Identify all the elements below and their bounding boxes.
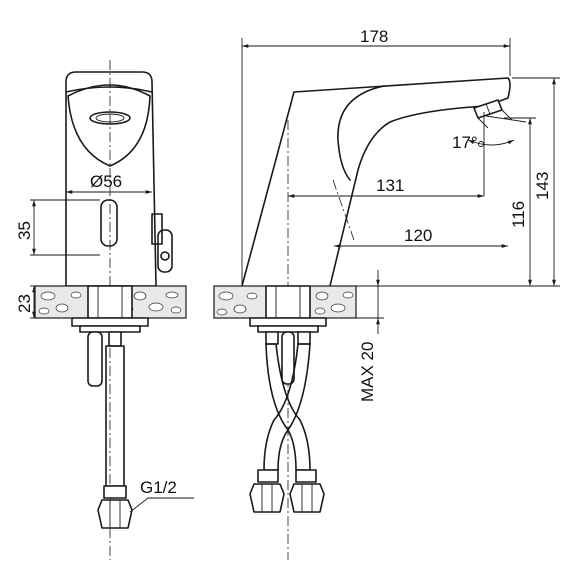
front-view [65,60,173,560]
mounting-shank-side [265,285,311,319]
spout-front [67,84,151,167]
countertop-side-texture [216,291,354,316]
lever-stem [151,213,163,245]
ferrule-left [257,469,279,483]
body-contour [337,85,385,181]
ferrule-right [295,469,317,483]
lever-screw [160,251,170,261]
hex-nut-left [249,483,285,513]
faucet-body-front [65,71,157,287]
angle-label: 17° [452,133,478,152]
threaded-rod-side [281,331,295,385]
angle-arc [467,139,515,146]
braided-hose-front [105,345,125,487]
side-under-hardware [249,317,327,513]
dim-max-thickness-label: MAX 20 [358,342,377,402]
hose-connector-right [297,331,311,345]
hose-ferrule [103,485,127,499]
side-countertop [213,285,357,319]
front-countertop [34,285,187,319]
spout-angle: 17° [452,112,527,196]
sensor-window [100,199,118,247]
mounting-washer [71,317,149,327]
dim-total-height-label: 143 [533,172,552,200]
mounting-washer-side [249,317,327,327]
dim-base-label: 23 [15,294,34,313]
mounting-nut [79,325,141,333]
hose-hex-nut [97,499,133,529]
side-dimensions: 178 131 120 116 143 MAX 20 [241,27,560,402]
hex-nut-right [289,483,325,513]
lever-handle [157,229,173,273]
dim-diameter-label: Ø56 [90,172,122,191]
faucet-body-side [241,77,511,287]
mounting-shank-front [87,285,133,319]
hose-connector [108,331,122,347]
dim-reach-inner-label: 120 [404,226,432,245]
dim-sensor-label: 35 [15,221,34,240]
thread-leader [129,497,149,513]
dim-reach-outer-label: 131 [376,176,404,195]
mounting-nut-side [257,325,319,333]
thread-label: G1/2 [140,478,177,497]
hose-connector-left [265,331,279,345]
dim-length-label: 178 [360,27,388,46]
front-dimensions: Ø56 35 23 [15,172,152,319]
threaded-rod [87,331,103,387]
body-cap-line [65,86,153,93]
dim-spout-height-label: 116 [509,201,528,228]
front-under-hardware: G1/2 [71,317,194,529]
